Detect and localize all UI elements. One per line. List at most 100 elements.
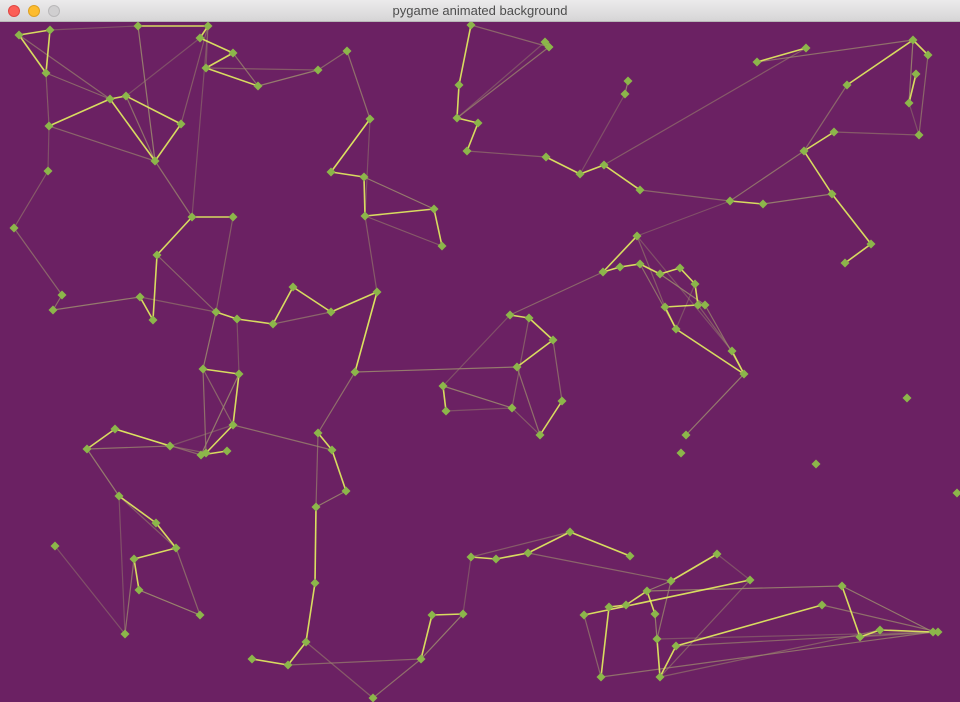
node-dot [326, 167, 336, 177]
node-dot [313, 428, 323, 438]
node-dot [544, 42, 554, 52]
node-dot [671, 324, 681, 334]
faint-edge [54, 545, 126, 635]
strong-edge [215, 311, 238, 320]
faint-edge [346, 50, 371, 120]
faint-edge [372, 658, 422, 699]
faint-edge [202, 368, 234, 426]
strong-edge [646, 590, 656, 615]
node-dot [512, 362, 522, 372]
node-dot [565, 527, 575, 537]
faint-edge [908, 102, 920, 136]
node-dot [14, 30, 24, 40]
node-dot [523, 548, 533, 558]
zoom-button[interactable] [48, 5, 60, 17]
node-dot [82, 444, 92, 454]
strong-edge [292, 286, 332, 313]
node-dot [195, 33, 205, 43]
faint-edge [511, 317, 530, 409]
faint-edge [803, 84, 848, 152]
faint-edge [49, 25, 139, 31]
faint-edge [466, 150, 547, 158]
faint-edge [118, 495, 126, 635]
node-dot [904, 98, 914, 108]
strong-edge [831, 193, 872, 245]
node-dot [43, 166, 53, 176]
node-dot [908, 35, 918, 45]
node-dot [438, 381, 448, 391]
node-dot [120, 629, 130, 639]
node-dot [326, 307, 336, 317]
node-dot [165, 441, 175, 451]
node-dot [842, 80, 852, 90]
faint-edge [364, 215, 443, 247]
node-dot [596, 672, 606, 682]
strong-edge [139, 296, 154, 321]
strong-edge [133, 558, 140, 591]
strong-edge [659, 645, 677, 678]
node-dot [632, 231, 642, 241]
node-dot [620, 89, 630, 99]
strong-edge [602, 235, 638, 273]
node-dot [923, 50, 933, 60]
node-dot [368, 693, 378, 702]
node-dot [134, 585, 144, 595]
faint-edge [47, 125, 50, 172]
node-dot [171, 543, 181, 553]
faint-edge [205, 67, 319, 71]
node-dot [201, 63, 211, 73]
node-dot [203, 22, 213, 31]
faint-edges [13, 24, 939, 699]
strong-edge [846, 39, 914, 86]
strong-edge [45, 29, 51, 74]
node-dot [44, 121, 54, 131]
strong-edge [317, 432, 333, 451]
node-dot [535, 430, 545, 440]
node-dot [829, 127, 839, 137]
strong-edge [125, 95, 182, 125]
node-dot [739, 369, 749, 379]
strong-edge [272, 286, 294, 325]
minimize-button[interactable] [28, 5, 40, 17]
node-dot [557, 396, 567, 406]
faint-edge [86, 448, 120, 497]
faint-edge [125, 95, 156, 162]
node-dot [801, 43, 811, 53]
node-dot [615, 262, 625, 272]
node-dot [341, 486, 351, 496]
faint-edge [470, 531, 571, 558]
node-dot [666, 576, 676, 586]
node-dot [45, 25, 55, 35]
strong-edge [656, 638, 661, 678]
node-dot [268, 319, 278, 329]
node-dot [914, 130, 924, 140]
node-dot [817, 600, 827, 610]
node-dot [650, 609, 660, 619]
node-dot [365, 114, 375, 124]
node-dot [360, 211, 370, 221]
node-dot [196, 450, 206, 460]
node-dot [575, 169, 585, 179]
close-button[interactable] [8, 5, 20, 17]
node-dot [507, 403, 517, 413]
faint-edge [118, 495, 177, 549]
node-dot [311, 502, 321, 512]
faint-edge [636, 235, 733, 352]
title-bar[interactable]: pygame animated background [0, 0, 960, 22]
node-dot [359, 172, 369, 182]
node-dot [187, 212, 197, 222]
strong-edge [331, 449, 347, 492]
node-dot [745, 575, 755, 585]
node-dot [655, 269, 665, 279]
strong-edge [466, 122, 479, 152]
node-dot [9, 223, 19, 233]
node-dot [837, 581, 847, 591]
strong-edges [18, 24, 934, 678]
strong-edge [844, 243, 872, 264]
faint-edge [716, 553, 751, 581]
strong-edge [675, 328, 745, 375]
strong-edge [731, 350, 745, 375]
strong-edge [205, 52, 234, 69]
faint-edge [215, 216, 234, 313]
